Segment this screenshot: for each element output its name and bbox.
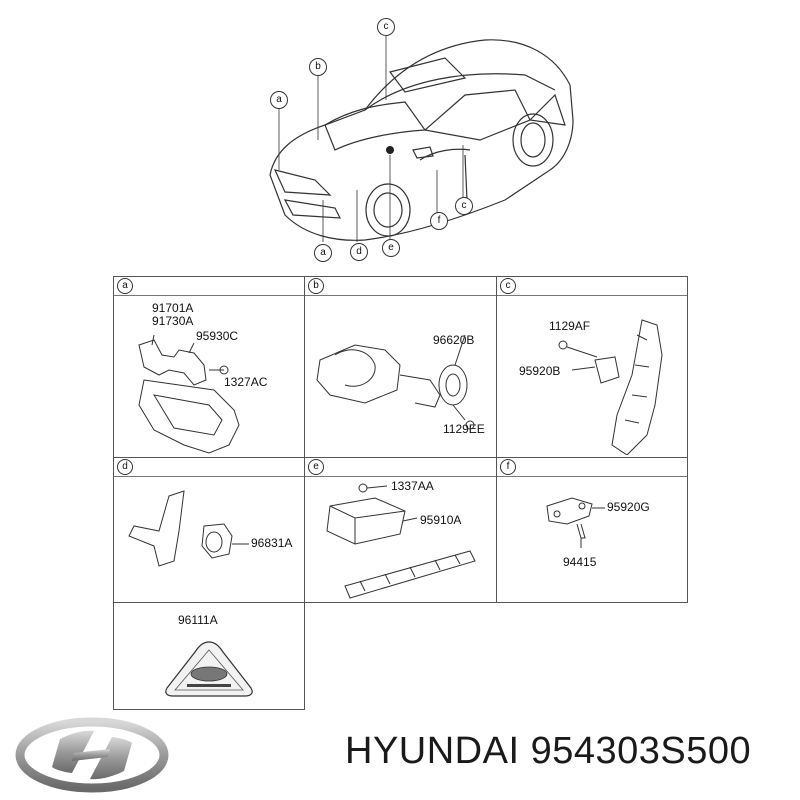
panel-b: b 96620B 1129EE: [304, 276, 497, 458]
panel-e: e 1337AA 95910A: [304, 457, 497, 603]
car-callout-f-bottom: f: [430, 212, 448, 230]
horn-bracket-drawing: [316, 334, 475, 430]
part-number-title: HYUNDAI 954303S500: [345, 730, 752, 772]
car-callout-b-top: b: [309, 58, 327, 76]
car-callout-e-bottom: e: [382, 239, 400, 257]
airbag-badge-label-drawing: [165, 641, 253, 697]
panel-letter: f: [500, 459, 516, 475]
part-label: 91730A: [152, 314, 194, 328]
panel-letter: c: [500, 278, 516, 294]
car-callout-d-bottom: d: [350, 243, 368, 261]
part-label: 1129AF: [549, 319, 591, 333]
part-label: 96111A: [178, 613, 218, 627]
part-label: 94415: [563, 555, 597, 569]
panel-d: d 96831A: [113, 457, 305, 603]
pillar-sensor-drawing: [558, 319, 663, 455]
car-callout-c-bottom: c: [455, 197, 473, 215]
panel-letter: d: [117, 459, 133, 475]
car-overview-diagram: [269, 34, 574, 242]
panel-header: a: [114, 277, 304, 296]
panel-header: b: [305, 277, 496, 296]
radiator-support-drawing: [138, 334, 240, 454]
panel-header: e: [305, 458, 496, 477]
panel-letter: b: [308, 278, 324, 294]
parts-grid: a 91701A 91730A 95930C 1327AC b 96620B 1…: [113, 276, 688, 710]
panel-f: f 95920G 94415: [496, 457, 688, 603]
panel-header: c: [497, 277, 687, 296]
part-label: 95920B: [519, 364, 561, 378]
panel-letter: a: [117, 278, 133, 294]
part-label: 95910A: [420, 513, 462, 527]
impact-sensor-d-drawing: [128, 490, 249, 567]
part-label: 96831A: [251, 536, 293, 550]
car-callout-c-top: c: [377, 18, 395, 36]
part-label: 91701A: [152, 301, 194, 315]
side-impact-sensor-drawing: [546, 497, 605, 548]
panel-header: d: [114, 458, 304, 477]
car-callout-a-bottom: a: [314, 244, 332, 262]
panel-c: c 1129AF 95920B: [496, 276, 688, 458]
panel-badge: 96111A: [113, 602, 305, 710]
panel-header: f: [497, 458, 687, 477]
part-label: 1327AC: [224, 375, 268, 389]
part-label: 1337AA: [391, 479, 434, 493]
hyundai-logo-icon: [15, 717, 169, 793]
part-label: 95920G: [607, 500, 650, 514]
car-callout-a-top: a: [270, 91, 288, 109]
panel-a: a 91701A 91730A 95930C 1327AC: [113, 276, 305, 458]
part-label: 95930C: [196, 329, 239, 343]
panel-letter: e: [308, 459, 324, 475]
airbag-control-unit-drawing: [326, 483, 476, 599]
